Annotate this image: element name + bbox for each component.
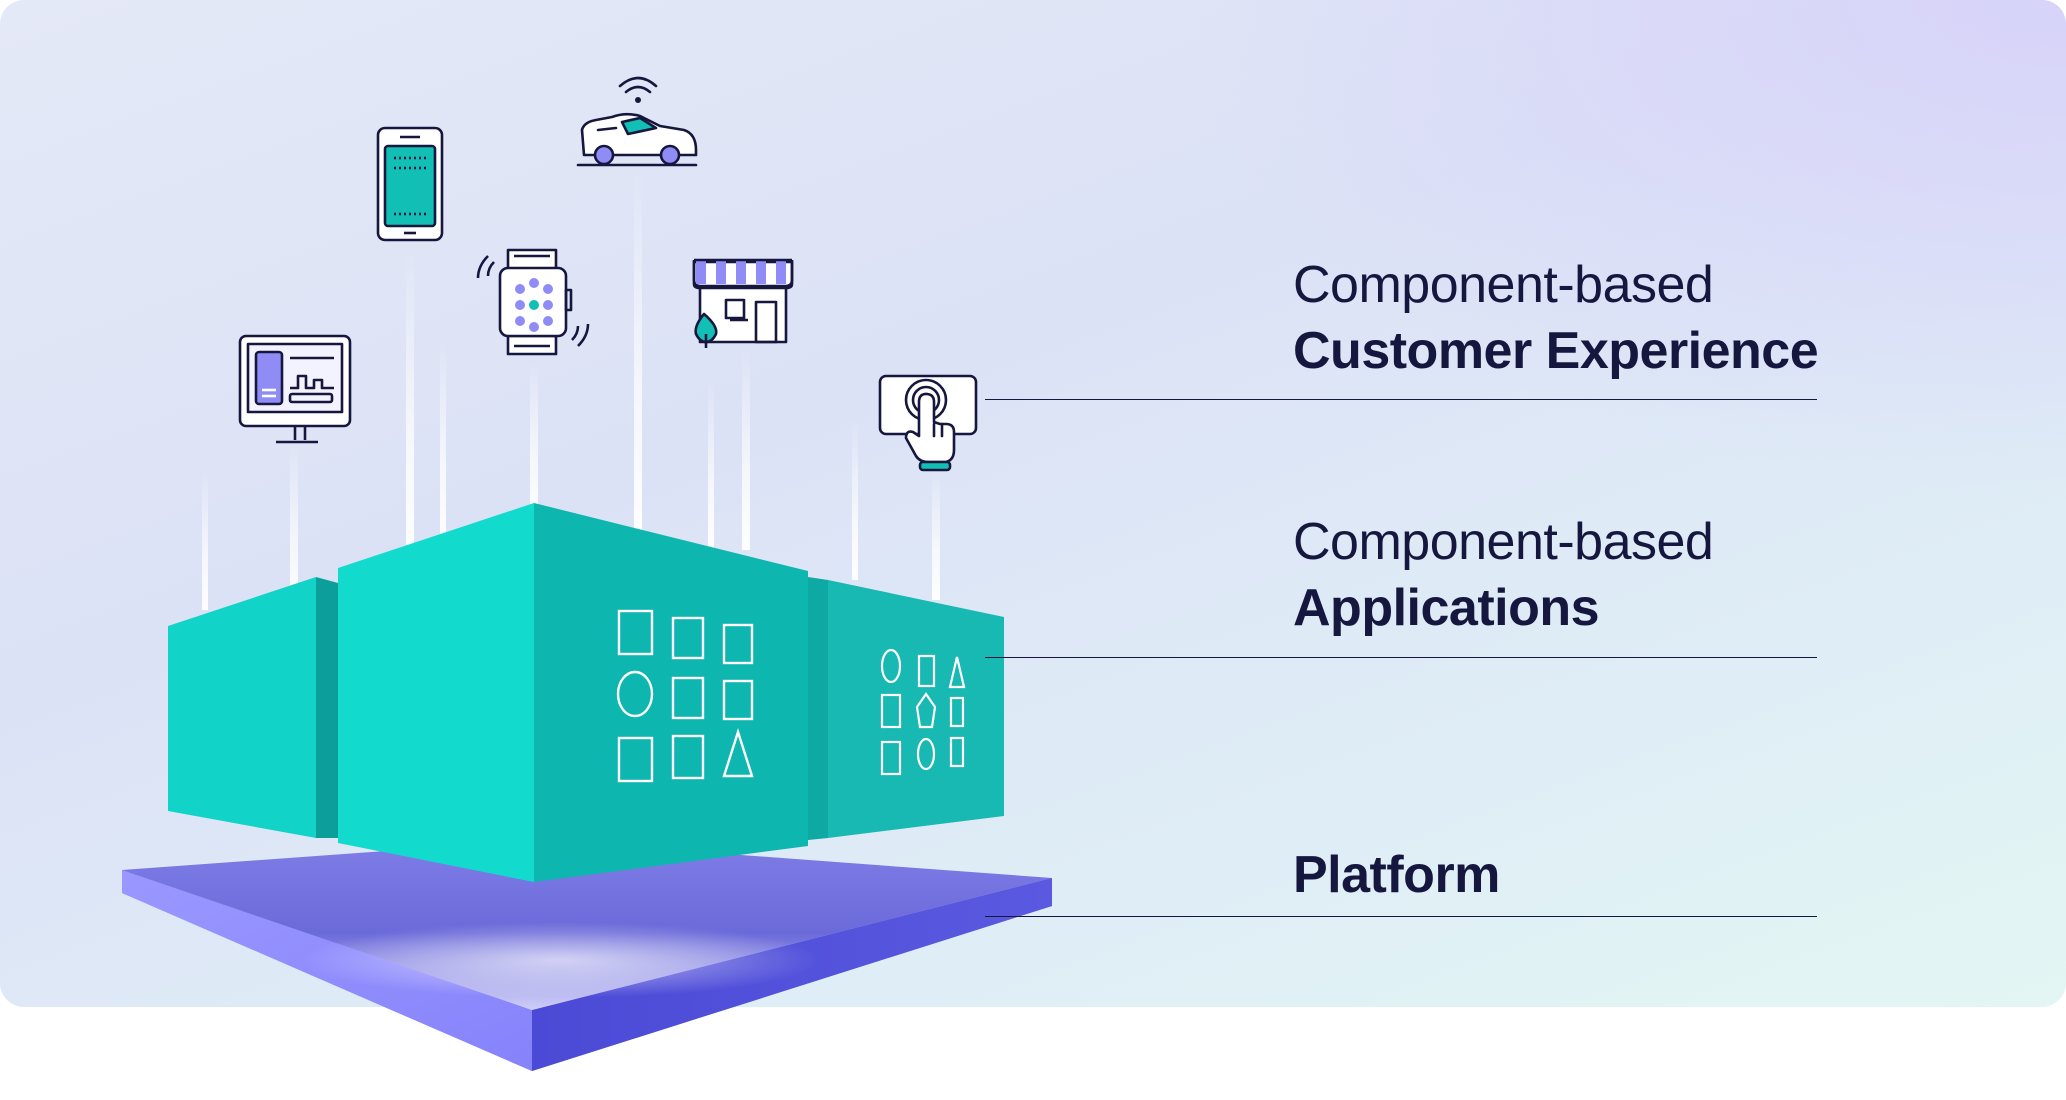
layer-label-bold: Customer Experience <box>1293 322 1819 380</box>
square-shape <box>880 740 902 776</box>
circle-shape <box>880 648 902 684</box>
component-shapes-grid-large <box>616 609 754 783</box>
right-component-block <box>808 577 1004 840</box>
circle-shape <box>916 737 936 771</box>
desktop-monitor-icon <box>238 334 352 444</box>
square-shape <box>722 623 754 665</box>
light-beam <box>530 360 538 520</box>
circle-shape <box>616 670 654 718</box>
light-beam <box>440 340 446 540</box>
light-beam <box>290 440 298 610</box>
layer-label-light: Component-based <box>1293 256 1714 314</box>
square-shape <box>671 734 705 780</box>
square-shape <box>671 676 705 720</box>
square-shape <box>917 654 936 688</box>
applications-layer-label: Component-based Applications <box>1293 509 1714 641</box>
background-tint <box>1166 0 2066 500</box>
touchscreen-tap-icon <box>878 374 978 472</box>
square-shape <box>617 609 654 656</box>
light-beam <box>932 470 940 600</box>
layer-label-bold: Platform <box>1293 846 1500 904</box>
light-beams <box>202 170 940 610</box>
layer-label-bold: Applications <box>1293 579 1600 637</box>
light-beam <box>852 420 858 580</box>
applications-leader-line <box>985 657 1817 658</box>
square-shape <box>617 736 654 783</box>
square-shape <box>722 679 754 721</box>
platform-slab <box>122 840 1052 1071</box>
left-component-block <box>168 577 338 838</box>
square-shape <box>880 693 902 729</box>
square-shape <box>949 696 965 728</box>
customer-experience-layer-label: Component-based Customer Experience <box>1293 252 1819 384</box>
light-beam <box>406 250 414 550</box>
central-component-block <box>338 503 808 882</box>
smartphone-icon <box>376 126 444 242</box>
light-beam <box>202 470 208 610</box>
component-shapes-grid-small <box>880 648 966 776</box>
layer-label-light: Component-based <box>1293 513 1714 571</box>
smartwatch-icon <box>476 248 590 356</box>
triangle-shape <box>948 656 966 689</box>
pentagon-shape <box>915 692 937 729</box>
connected-car-icon <box>576 76 698 167</box>
platform-leader-line <box>985 916 1817 917</box>
light-beam <box>708 380 714 550</box>
triangle-shape <box>722 728 754 778</box>
square-shape <box>949 736 965 768</box>
platform-layer-label: Platform <box>1293 842 1500 908</box>
square-shape <box>671 616 705 660</box>
storefront-icon <box>692 258 794 348</box>
customer-experience-leader-line <box>985 399 1817 400</box>
light-beam <box>634 170 642 530</box>
light-beam <box>742 350 750 550</box>
